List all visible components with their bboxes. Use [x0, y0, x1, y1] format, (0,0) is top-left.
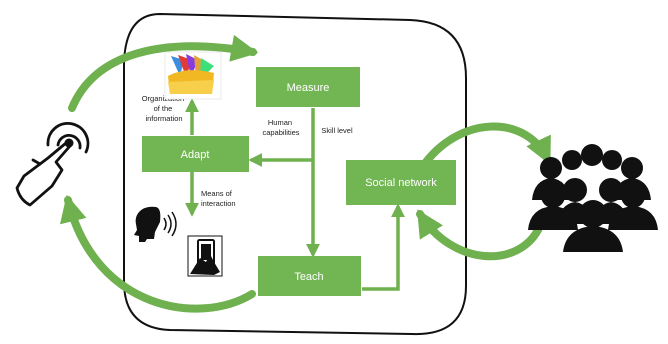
- organization-label: Organization of the information: [142, 94, 187, 123]
- speaking-head-icon: [134, 206, 177, 242]
- system-frame: [123, 12, 467, 336]
- means-of-interaction-label: Means of interaction: [201, 189, 236, 208]
- curved-arrow-crowd-to-social: [416, 209, 544, 261]
- adapt-box: Adapt: [142, 136, 249, 172]
- curved-arrow-teach-to-touch: [60, 194, 256, 313]
- skill-level-label: Skill level: [321, 126, 353, 135]
- measure-box: Measure: [256, 67, 360, 107]
- social-network-box: Social network: [346, 160, 456, 205]
- human-capabilities-label: Human capabilities: [262, 118, 299, 137]
- human-capabilities-line-2: capabilities: [262, 128, 299, 137]
- teach-label: Teach: [294, 271, 323, 283]
- human-capabilities-line-1: Human: [268, 118, 292, 127]
- social-network-label: Social network: [365, 177, 437, 189]
- organization-line-2: of the: [154, 104, 173, 113]
- crowd-of-people-icon: [528, 144, 658, 252]
- means-of-interaction-line-2: interaction: [201, 199, 236, 208]
- arrow-teach-to-social: [362, 203, 405, 291]
- curved-arrow-social-to-crowd: [422, 122, 552, 166]
- organization-line-1: Organization: [142, 94, 185, 103]
- means-of-interaction-line-1: Means of: [201, 189, 233, 198]
- adapt-label: Adapt: [181, 149, 210, 161]
- hand-holding-tablet-icon: [187, 235, 223, 277]
- colorful-folders-icon: [164, 51, 222, 100]
- measure-label: Measure: [287, 82, 330, 94]
- organization-line-3: information: [145, 114, 182, 123]
- curved-arrow-touch-to-measure: [68, 34, 259, 112]
- teach-box: Teach: [258, 256, 361, 296]
- touch-gesture-icon: [15, 122, 90, 207]
